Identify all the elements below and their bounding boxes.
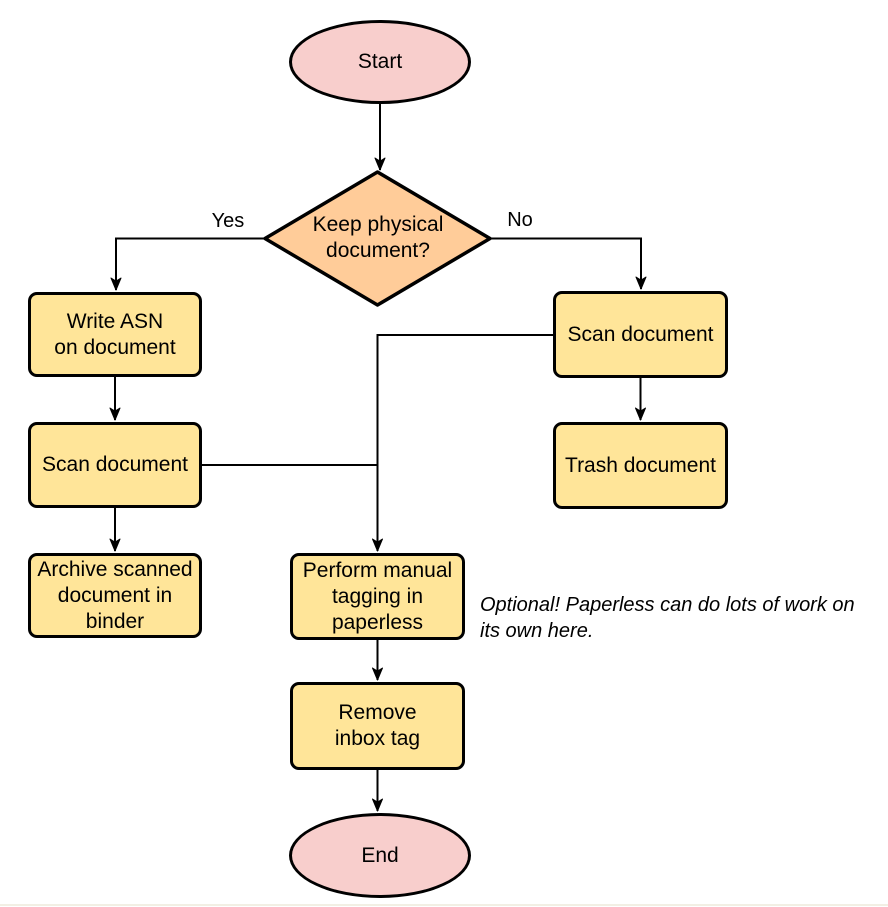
- manual-tagging-node-label: Perform manual tagging in paperless: [302, 558, 453, 634]
- remove-inbox-tag-node-label: Remove inbox tag: [334, 701, 421, 750]
- scan-document-left-node-label: Scan document: [42, 453, 188, 476]
- archive-document-node: Archive scanned document in binder: [28, 553, 202, 638]
- decision-node-label: Keep physical document?: [312, 213, 444, 262]
- edge-decision-no-to-scan-right: [490, 237, 647, 290]
- edge-label-no: No: [507, 209, 533, 231]
- write-asn-node-label: Write ASN on document: [54, 309, 176, 359]
- archive-document-node-label: Archive scanned document in binder: [37, 557, 193, 633]
- remove-inbox-tag-node: Remove inbox tag: [290, 682, 465, 770]
- edge-decision-yes-to-write-asn: [110, 237, 265, 291]
- trash-document-node-label: Trash document: [565, 453, 716, 477]
- scan-document-left-node: Scan document: [28, 422, 202, 508]
- optional-annotation: Optional! Paperless can do lots of work …: [480, 594, 855, 642]
- bottom-divider: [0, 904, 888, 906]
- start-node-label: Start: [357, 50, 403, 73]
- trash-document-node: Trash document: [553, 422, 728, 509]
- write-asn-node: Write ASN on document: [28, 292, 202, 377]
- decision-diamond: [263, 170, 492, 307]
- edge-label-yes: Yes: [211, 210, 245, 232]
- scan-document-right-node-label: Scan document: [567, 322, 714, 346]
- manual-tagging-node: Perform manual tagging in paperless: [290, 553, 465, 640]
- scan-document-right-node: Scan document: [553, 291, 728, 378]
- end-node-label: End: [361, 843, 399, 867]
- start-node: Start: [289, 20, 471, 104]
- edge-scan-right-to-tagging: [372, 334, 553, 552]
- end-node: End: [289, 813, 471, 898]
